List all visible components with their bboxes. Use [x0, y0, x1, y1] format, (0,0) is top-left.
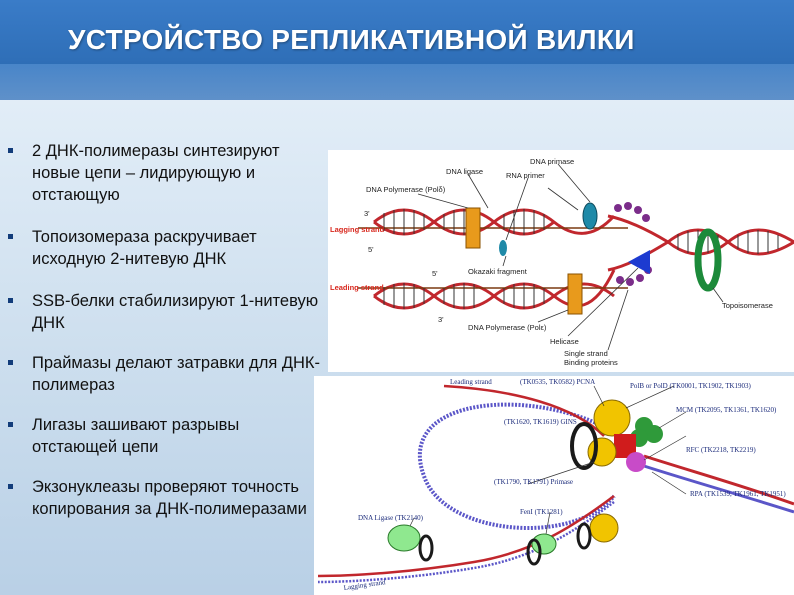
- label-leaders: [409, 385, 687, 535]
- bullet-text: Лигазы зашивают разрывы отстающей цепи: [32, 416, 240, 456]
- replication-fork-svg: DNA primase DNA ligase RNA primer DNA Po…: [330, 157, 794, 367]
- label-feni: FenI (TK1281): [520, 508, 563, 516]
- label-gins: (TK1620, TK1619) GINS: [504, 418, 577, 426]
- bullet-item: Лигазы зашивают разрывы отстающей цепи: [8, 414, 322, 458]
- bullet-item: 2 ДНК-полимеразы синтезируют новые цепи …: [8, 140, 322, 206]
- bullet-item: Экзонуклеазы проверяют точность копирова…: [8, 476, 322, 520]
- bullet-marker: [8, 422, 13, 427]
- bullet-marker: [8, 298, 13, 303]
- label-three-prime-top: 3': [364, 209, 370, 218]
- parental-strand-b: [667, 228, 794, 256]
- label-dna-polymerase-epsilon: DNA Polymerase (Polε): [468, 323, 547, 332]
- label-five-prime-top: 5': [368, 245, 374, 254]
- label-rna-primer: RNA primer: [506, 171, 545, 180]
- lagging-loop: [417, 402, 616, 530]
- exit-duplex-a: [643, 454, 794, 506]
- polymerase-delta-block: [465, 207, 481, 249]
- polymerase-lagging-shape: [589, 513, 619, 543]
- lagging-strand-path-b: [317, 500, 615, 584]
- gins-shape: [614, 434, 636, 458]
- polymerase-epsilon-block: [567, 273, 583, 315]
- bullet-item: Топоизомераза раскручивает исходную 2-ни…: [8, 226, 322, 270]
- label-pcna: (TK0535, TK0582) PCNA: [520, 378, 595, 386]
- bullet-text: Топоизомераза раскручивает исходную 2-ни…: [32, 228, 257, 268]
- bullet-marker: [8, 234, 13, 239]
- feni-shape: [531, 533, 557, 555]
- label-dna-polymerase-delta: DNA Polymerase (Polδ): [366, 185, 446, 194]
- slide-header: УСТРОЙСТВО РЕПЛИКАТИВНОЙ ВИЛКИ: [0, 0, 794, 100]
- label-leading-strand: Leading strand: [330, 283, 384, 292]
- primase-shape: [582, 202, 598, 230]
- pcna-ring-left: [418, 534, 434, 562]
- replisome-svg: Leading strand (TK0535, TK0582) PCNA Pol…: [317, 378, 794, 592]
- label-five-prime-bottom: 5': [432, 269, 438, 278]
- label-three-prime-bottom: 3': [438, 315, 444, 324]
- label-dna-ligase: DNA Ligase (TK2140): [358, 514, 424, 522]
- header-band: [0, 64, 794, 100]
- lagging-strand-path: [317, 494, 615, 578]
- label-rpa: RPA (TK1539, TK1961, TK1951): [690, 490, 786, 498]
- bullet-item: SSB-белки стабилизируют 1-нитевую ДНК: [8, 290, 322, 334]
- label-mcm: MCM (TK2095, TK1361, TK1620): [676, 406, 777, 414]
- label-primase: (TK1790, TK1791) Primase: [494, 478, 573, 486]
- label-okazaki-fragment: Okazaki fragment: [468, 267, 528, 276]
- label-leaders: [417, 163, 724, 351]
- label-pol: PolB or PolD (TK0001, TK1902, TK1903): [630, 382, 752, 390]
- topoisomerase-ring: [694, 228, 722, 292]
- replication-fork-diagram: DNA primase DNA ligase RNA primer DNA Po…: [328, 150, 794, 372]
- ligase-shape: [387, 524, 421, 552]
- label-helicase: Helicase: [550, 337, 579, 346]
- ligase-shape: [499, 240, 507, 256]
- leading-strand-path: [443, 384, 605, 437]
- pcna-ring-middle: [526, 538, 542, 566]
- label-dna-primase: DNA primase: [530, 157, 574, 166]
- label-topoisomerase: Topoisomerase: [722, 301, 773, 310]
- label-lagging-strand: Lagging strand: [330, 225, 385, 234]
- bullet-text: SSB-белки стабилизируют 1-нитевую ДНК: [32, 292, 319, 332]
- bullet-text: Экзонуклеазы проверяют точность копирова…: [32, 478, 307, 518]
- exit-duplex-b: [643, 464, 794, 514]
- pol-shape: [593, 399, 631, 437]
- bullet-item: Праймазы делают затравки для ДНК-полимер…: [8, 352, 322, 396]
- label-rfc: RFC (TK2218, TK2219): [686, 446, 756, 454]
- bullet-marker: [8, 148, 13, 153]
- label-ssb-line2: Binding proteins: [564, 358, 618, 367]
- label-dna-ligase: DNA ligase: [446, 167, 483, 176]
- bullet-marker: [8, 360, 13, 365]
- leading-rungs: [383, 283, 545, 309]
- pcna-ring-right: [576, 522, 592, 550]
- bullet-text: 2 ДНК-полимеразы синтезируют новые цепи …: [32, 142, 280, 204]
- helicase-shape: [628, 250, 650, 274]
- bullet-marker: [8, 484, 13, 489]
- mcm-shape-b: [645, 425, 663, 443]
- bullet-text: Праймазы делают затравки для ДНК-полимер…: [32, 354, 321, 394]
- fork-upper-strand: [607, 214, 669, 244]
- label-leading-strand-bottom: Leading strand: [450, 378, 492, 386]
- rfc-shape: [626, 452, 646, 472]
- slide-title: УСТРОЙСТВО РЕПЛИКАТИВНОЙ ВИЛКИ: [68, 24, 635, 55]
- pcna-ring: [570, 422, 598, 470]
- replisome-diagram: Leading strand (TK0535, TK0582) PCNA Pol…: [314, 376, 794, 595]
- lagging-rungs: [383, 209, 545, 235]
- label-ssb-line1: Single strand: [564, 349, 608, 358]
